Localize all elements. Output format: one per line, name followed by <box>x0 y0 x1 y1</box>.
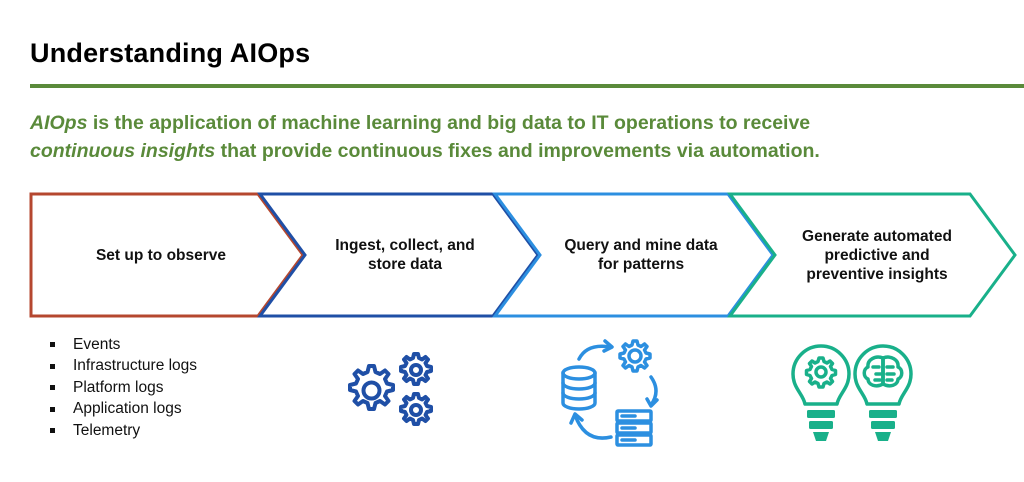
bullet-icon <box>50 428 55 434</box>
intro-line-1-text: is the application of machine learning a… <box>87 112 811 134</box>
database-cycle-icon <box>561 339 659 447</box>
gears-icon <box>348 352 433 426</box>
list-item: Platform logs <box>50 377 197 399</box>
list-item: Events <box>50 334 197 356</box>
page-title: Understanding AIOps <box>30 38 311 68</box>
title-divider <box>30 84 1024 88</box>
step-2-label: Ingest, collect, and store data <box>335 237 475 273</box>
bullet-icon <box>50 406 55 412</box>
lightbulb-brain-icon <box>791 344 913 441</box>
chevron-step-1 <box>29 192 305 318</box>
bullet-icon <box>50 363 55 369</box>
intro-emphasis: continuous insights <box>30 140 216 162</box>
bullet-icon <box>50 342 55 348</box>
list-item: Infrastructure logs <box>50 356 197 378</box>
chevron-step-4 <box>727 192 1017 318</box>
intro-term: AIOps <box>30 112 88 134</box>
step-4-label: Generate automated predictive and preven… <box>802 227 952 283</box>
step-3-label: Query and mine data for patterns <box>564 237 718 273</box>
list-item: Telemetry <box>50 420 197 442</box>
chevron-step-3 <box>492 192 775 318</box>
intro-line-1: AIOps is the application of machine lear… <box>30 109 1010 137</box>
step-1-label: Set up to observe <box>95 246 227 264</box>
intro-line-2-text: that provide continuous fixes and improv… <box>215 140 820 162</box>
chevron-step-2 <box>257 192 540 318</box>
observe-sources-list: Events Infrastructure logs Platform logs… <box>50 334 197 442</box>
bullet-icon <box>50 385 55 391</box>
intro-text: AIOps is the application of machine lear… <box>30 109 1010 165</box>
list-item: Application logs <box>50 399 197 421</box>
intro-line-2: continuous insights that provide continu… <box>30 137 1010 165</box>
